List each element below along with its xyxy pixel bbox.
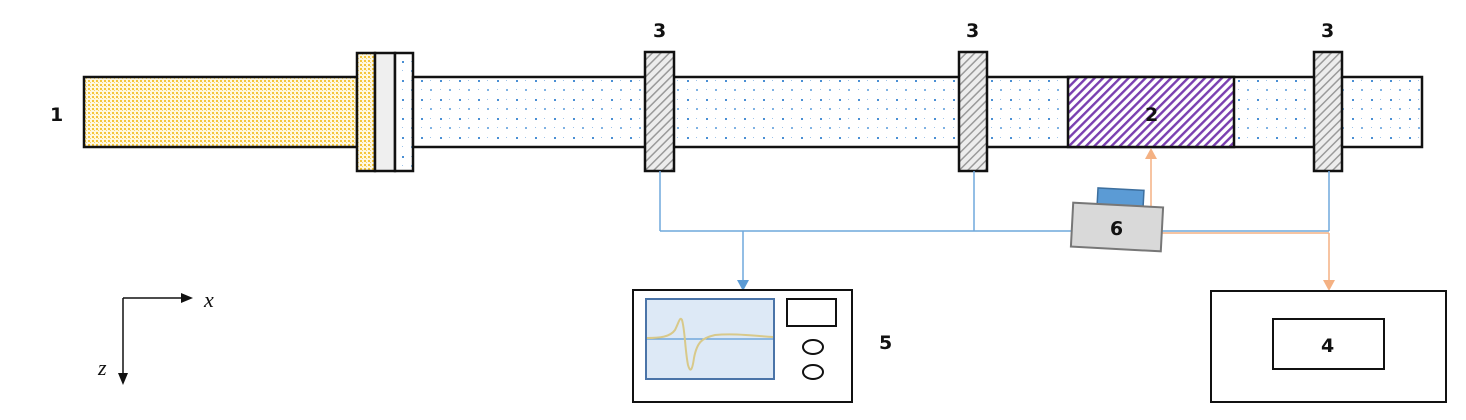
striker-bar [82, 75, 359, 149]
label-gauge-1: 3 [653, 20, 666, 42]
specimen [1066, 75, 1236, 149]
strain-gauge-1 [643, 50, 676, 173]
arrow-to-oscilloscope [737, 280, 749, 291]
label-device: 6 [1109, 218, 1123, 241]
x-axis-label: x [203, 287, 214, 312]
label-gauge-2: 3 [966, 20, 979, 42]
flange-blue [393, 51, 415, 173]
label-striker: 1 [50, 104, 63, 126]
coordinate-axes: x z [97, 287, 214, 385]
recorder: 4 [1210, 290, 1447, 403]
oscilloscope-knob-2 [802, 364, 824, 380]
label-recorder: 4 [1321, 335, 1334, 357]
strain-gauge-3 [1312, 50, 1344, 173]
bar [411, 75, 1424, 149]
strain-gauge-2 [957, 50, 989, 173]
z-axis-arrow [118, 373, 128, 385]
device-body [1069, 201, 1165, 253]
x-axis-arrow [181, 293, 193, 303]
label-oscilloscope: 5 [879, 332, 892, 354]
oscilloscope-knob-1 [802, 339, 824, 355]
signal-wires [659, 171, 1330, 282]
label-gauge-3: 3 [1321, 20, 1334, 42]
flange-gray [373, 51, 397, 173]
recorder-inner [1272, 318, 1385, 370]
device: 6 [1069, 187, 1165, 253]
oscilloscope-display [786, 298, 837, 327]
flange-yellow [355, 51, 377, 173]
z-axis-label: z [97, 355, 107, 380]
oscilloscope [632, 289, 853, 403]
waveform [646, 317, 774, 371]
arrow-to-recorder [1323, 280, 1335, 291]
arrow-to-specimen [1145, 148, 1157, 159]
label-specimen: 2 [1145, 104, 1158, 126]
trigger-wires [1150, 157, 1330, 281]
